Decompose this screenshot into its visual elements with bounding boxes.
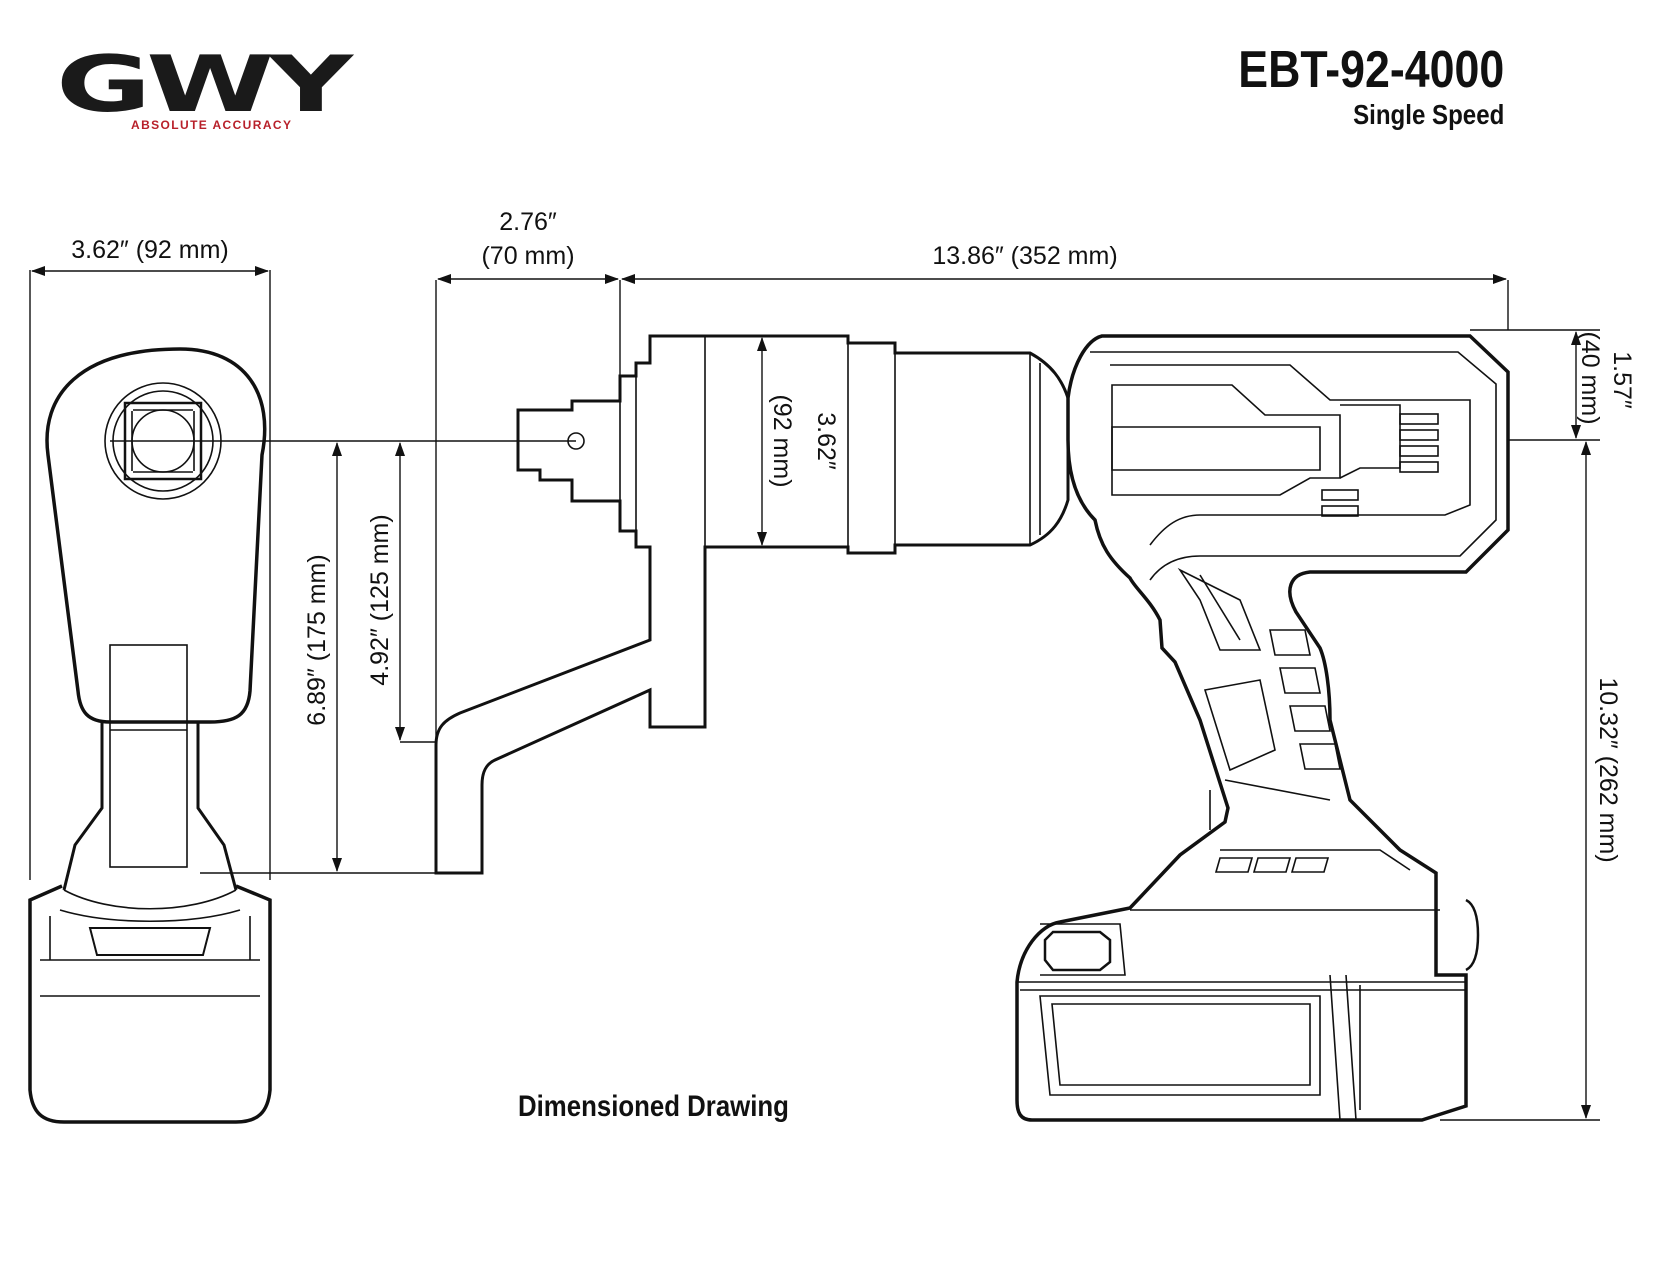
model-number: EBT-92-4000 [1238,41,1504,99]
dim-overall-length: 13.86″ (352 mm) [932,242,1117,270]
side-view-motor-body [1015,334,1510,1122]
dim-overall-height: 10.32″ (262 mm) [1594,677,1622,862]
model-header: EBT-92-4000 Single Speed [1195,42,1504,130]
dim-drive-offset-in: 2.76″ [499,208,557,236]
dim-top-offset-in: 1.57″ [1608,351,1636,409]
dim-top-offset-mm: (40 mm) [1576,331,1604,424]
model-variant: Single Speed [1352,99,1504,130]
dim-gearbox-height-in: 3.62″ [812,412,840,470]
dim-drive-offset-mm: (70 mm) [481,242,574,270]
logo-tagline: ABSOLUTE ACCURACY [131,118,293,132]
front-view [28,347,272,1124]
dim-reaction-outer: 6.89″ (175 mm) [303,554,331,725]
side-view-gearbox [434,334,1070,875]
drawing-caption: Dimensioned Drawing [518,1090,789,1123]
dim-gearbox-height-mm: (92 mm) [768,394,796,487]
brand-logo: GWY ABSOLUTE ACCURACY [56,46,356,136]
dim-reaction-inner: 4.92″ (125 mm) [366,514,394,685]
dimension-lines [29,266,1600,1121]
dim-front-width: 3.62″ (92 mm) [71,236,229,264]
dimension-labels: 3.62″ (92 mm) 2.76″ (70 mm) 13.86″ (352 … [71,208,1636,863]
logo-wordmark: GWY [56,38,353,130]
